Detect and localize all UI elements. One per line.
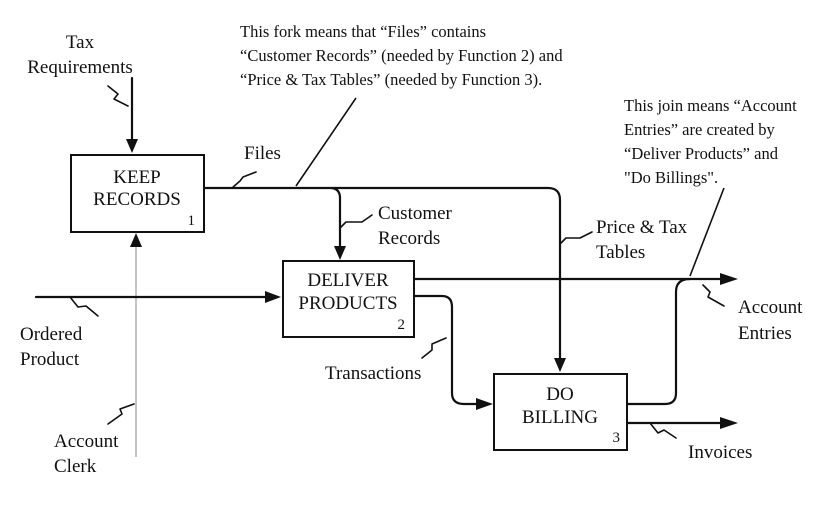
ordered-product-squiggle xyxy=(69,296,99,317)
keep-records-line2: RECORDS xyxy=(93,189,181,210)
do-billing-box: DO BILLING 3 xyxy=(493,373,628,451)
transactions-arrow xyxy=(412,294,480,406)
tax-requirements-arrowhead xyxy=(126,139,138,153)
account-entries-label-line2: Entries xyxy=(738,323,792,344)
ordered-product-label-line2: Product xyxy=(20,349,80,370)
files-label: Files xyxy=(244,143,281,164)
customer-records-label-line2: Records xyxy=(378,228,440,249)
deliver-products-line1: DELIVER xyxy=(307,270,389,291)
account-entries-squiggle xyxy=(702,284,725,307)
ordered-product-arrowhead xyxy=(265,291,281,303)
do-billing-line2: BILLING xyxy=(522,407,598,428)
do-billing-number: 3 xyxy=(613,430,621,446)
customer-records-squiggle xyxy=(339,214,373,229)
transactions-label: Transactions xyxy=(325,363,421,384)
join-note-pointer xyxy=(689,187,725,277)
account-clerk-arrowhead xyxy=(130,233,142,247)
fork-note-line1: This fork means that “Files” contains xyxy=(240,22,486,41)
price-tax-tables-label-line1: Price & Tax xyxy=(596,217,688,238)
invoices-arrowhead xyxy=(720,417,738,429)
tax-requirements-squiggle xyxy=(107,85,129,107)
join-note-line1: This join means “Account xyxy=(624,96,797,115)
price-tax-tables-label-line2: Tables xyxy=(596,242,645,263)
customer-records-label-line1: Customer xyxy=(378,203,453,224)
fork-note-pointer xyxy=(295,97,357,187)
deliver-products-box: DELIVER PRODUCTS 2 xyxy=(282,260,415,338)
customer-records-arrowhead xyxy=(334,246,346,260)
account-clerk-label-line2: Clerk xyxy=(54,456,97,477)
account-clerk-label-line1: Account xyxy=(54,431,119,452)
invoices-label: Invoices xyxy=(688,442,752,463)
join-note-line2: Entries” are created by xyxy=(624,120,775,139)
join-note-line3: “Deliver Products” and xyxy=(624,144,779,163)
account-entries-label-line1: Account xyxy=(738,297,803,318)
tax-requirements-label-line1: Tax xyxy=(66,32,95,53)
keep-records-number: 1 xyxy=(188,213,196,229)
deliver-products-number: 2 xyxy=(398,317,406,333)
keep-records-box: KEEP RECORDS 1 xyxy=(70,154,205,233)
account-clerk-squiggle xyxy=(107,403,135,425)
price-tax-tables-arrowhead xyxy=(554,358,566,372)
deliver-products-line2: PRODUCTS xyxy=(298,293,397,314)
invoices-squiggle xyxy=(649,422,677,439)
fork-note-line2: “Customer Records” (needed by Function 2… xyxy=(240,46,563,65)
ordered-product-label-line1: Ordered xyxy=(20,324,83,345)
price-tax-squiggle xyxy=(559,231,593,245)
join-note-line4: "Do Billings". xyxy=(624,168,718,187)
tax-requirements-label-line2: Requirements xyxy=(27,57,133,78)
account-entries-arrowhead xyxy=(720,273,738,285)
keep-records-line1: KEEP xyxy=(113,167,161,188)
files-squiggle xyxy=(231,171,257,189)
files-arrow xyxy=(202,186,562,360)
fork-note-line3: “Price & Tax Tables” (needed by Function… xyxy=(240,70,542,89)
transactions-arrowhead xyxy=(476,398,493,410)
do-billing-line1: DO xyxy=(546,384,573,405)
transactions-squiggle xyxy=(421,337,447,359)
account-entries-join-line xyxy=(625,277,692,406)
